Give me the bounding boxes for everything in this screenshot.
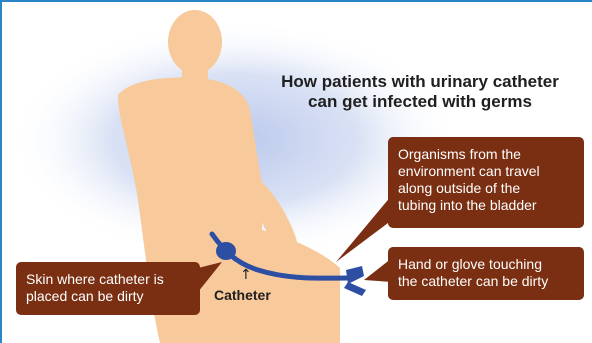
callout-skin: Skin where catheter is placed can be dir… — [16, 262, 200, 315]
callout-organisms: Organisms from the environment can trave… — [388, 137, 584, 228]
frame-left-border — [0, 0, 2, 343]
catheter-label: Catheter — [214, 287, 271, 303]
diagram-title: How patients with urinary catheter can g… — [262, 72, 578, 112]
callout-hand-glove: Hand or glove touching the catheter can … — [388, 247, 584, 300]
up-arrow-icon: ↑ — [240, 268, 252, 282]
frame-top-border — [0, 0, 592, 2]
